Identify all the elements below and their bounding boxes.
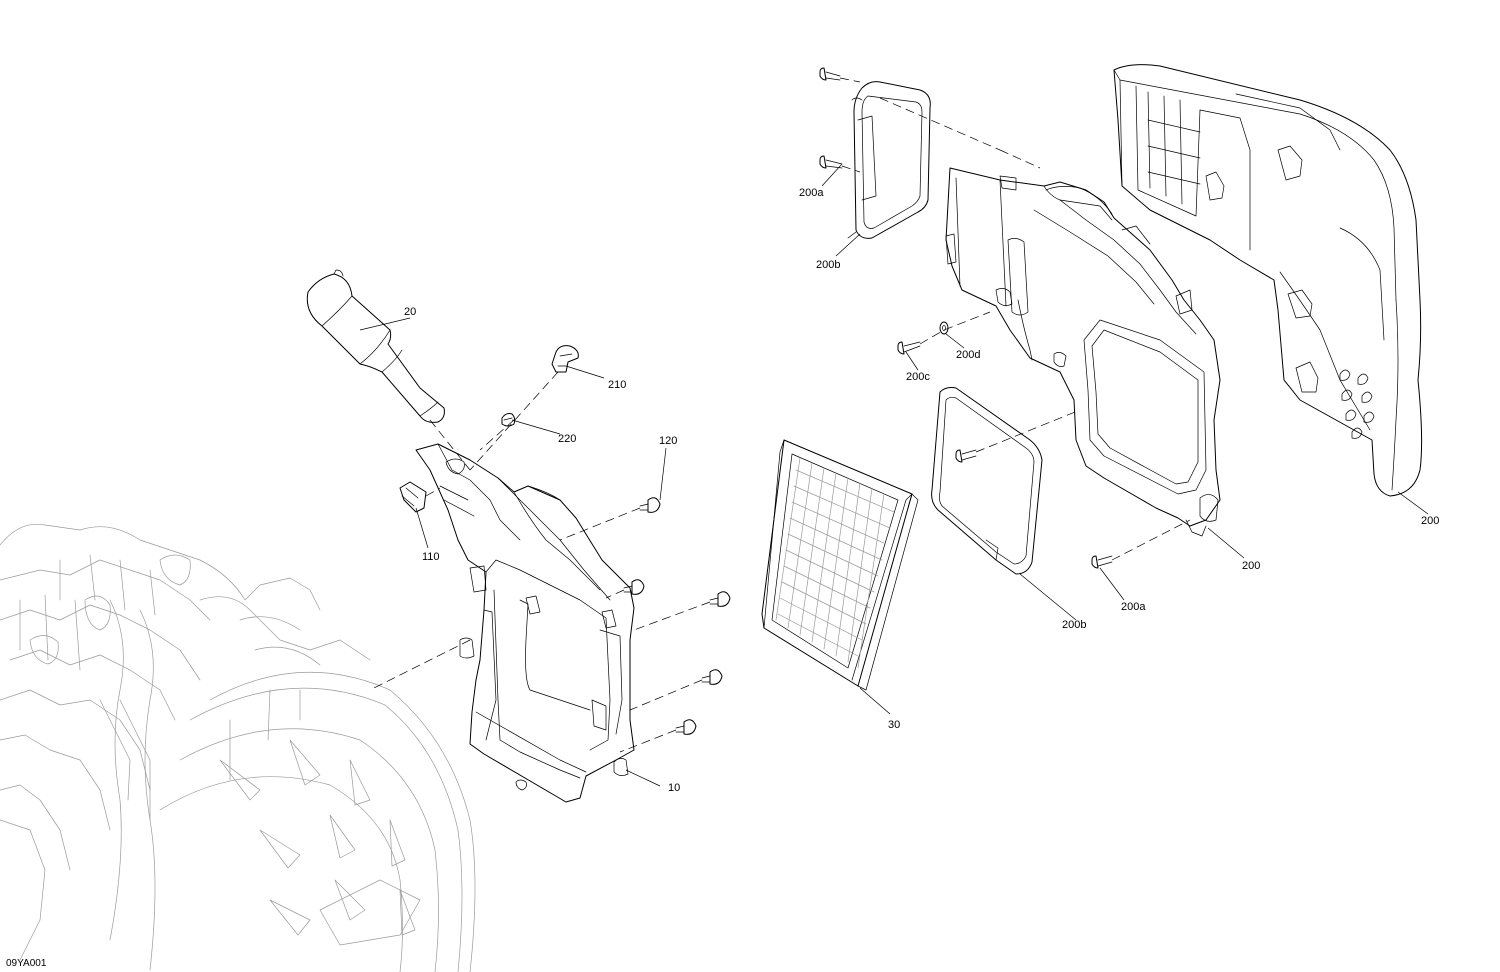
screw-200a-bottom	[1091, 555, 1113, 569]
gasket-200b-top	[847, 81, 931, 239]
callout-210: 210	[608, 379, 626, 391]
callout-200-housing: 200	[1242, 560, 1260, 572]
air-filter-30	[761, 439, 919, 691]
callout-200b-bottom: 200b	[1062, 619, 1086, 631]
callout-200-cover: 200	[1421, 515, 1439, 527]
callout-200c: 200c	[906, 371, 930, 383]
screw-120-b	[623, 579, 645, 595]
screw-120-a	[639, 497, 661, 513]
gasket-200b-bottom	[931, 387, 1043, 575]
screw-120-e	[675, 719, 697, 735]
callout-200a-top: 200a	[799, 187, 824, 199]
screw-200a-mid	[955, 449, 977, 463]
leader-lines	[359, 163, 1429, 787]
clip-220	[501, 413, 516, 427]
callout-200d: 200d	[956, 349, 980, 361]
air-duct-10	[415, 443, 635, 803]
washer-200d	[939, 321, 949, 335]
screw-200a-top-1	[819, 67, 841, 81]
callout-30: 30	[888, 719, 900, 731]
screw-200a-top-2	[819, 155, 843, 169]
callout-10: 10	[668, 782, 680, 794]
callout-200b-top: 200b	[816, 259, 840, 271]
clip-110	[399, 481, 427, 513]
clip-210	[551, 345, 579, 373]
air-box-housing-200	[945, 167, 1221, 537]
screw-200c	[897, 341, 921, 355]
diagram-reference-code: 09YA001	[6, 958, 47, 969]
assembly-axis-lines	[369, 77, 1191, 753]
air-box-cover-200	[1113, 64, 1423, 497]
engine-assembly	[0, 523, 476, 972]
callout-220: 220	[558, 433, 576, 445]
screw-120-c	[709, 591, 731, 607]
callout-200a-bottom: 200a	[1121, 601, 1146, 613]
screw-120-d	[701, 669, 723, 685]
intake-tube-20	[306, 269, 445, 423]
callout-20: 20	[404, 306, 416, 318]
callout-labels: 20 210 220 120 110 10 30 200a 200b 200c …	[404, 187, 1439, 794]
callout-120: 120	[659, 435, 677, 447]
filter-mesh	[775, 457, 895, 669]
cover-vent-louvres	[1339, 369, 1375, 439]
callout-110: 110	[422, 551, 440, 563]
